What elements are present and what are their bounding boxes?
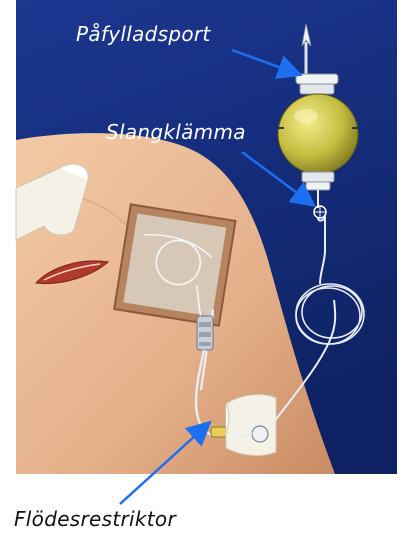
filter-disc-icon <box>252 426 268 442</box>
flow-restrictor-icon <box>211 427 227 437</box>
connector-icon <box>197 316 213 350</box>
label-flow-restrictor: Flödesrestriktor <box>14 507 176 531</box>
label-refill-port: Påfylladsport <box>76 22 211 46</box>
label-tube-clamp: Slangklämma <box>106 120 246 144</box>
tape-patch-icon <box>226 395 276 456</box>
catheter-dressing <box>114 204 235 325</box>
